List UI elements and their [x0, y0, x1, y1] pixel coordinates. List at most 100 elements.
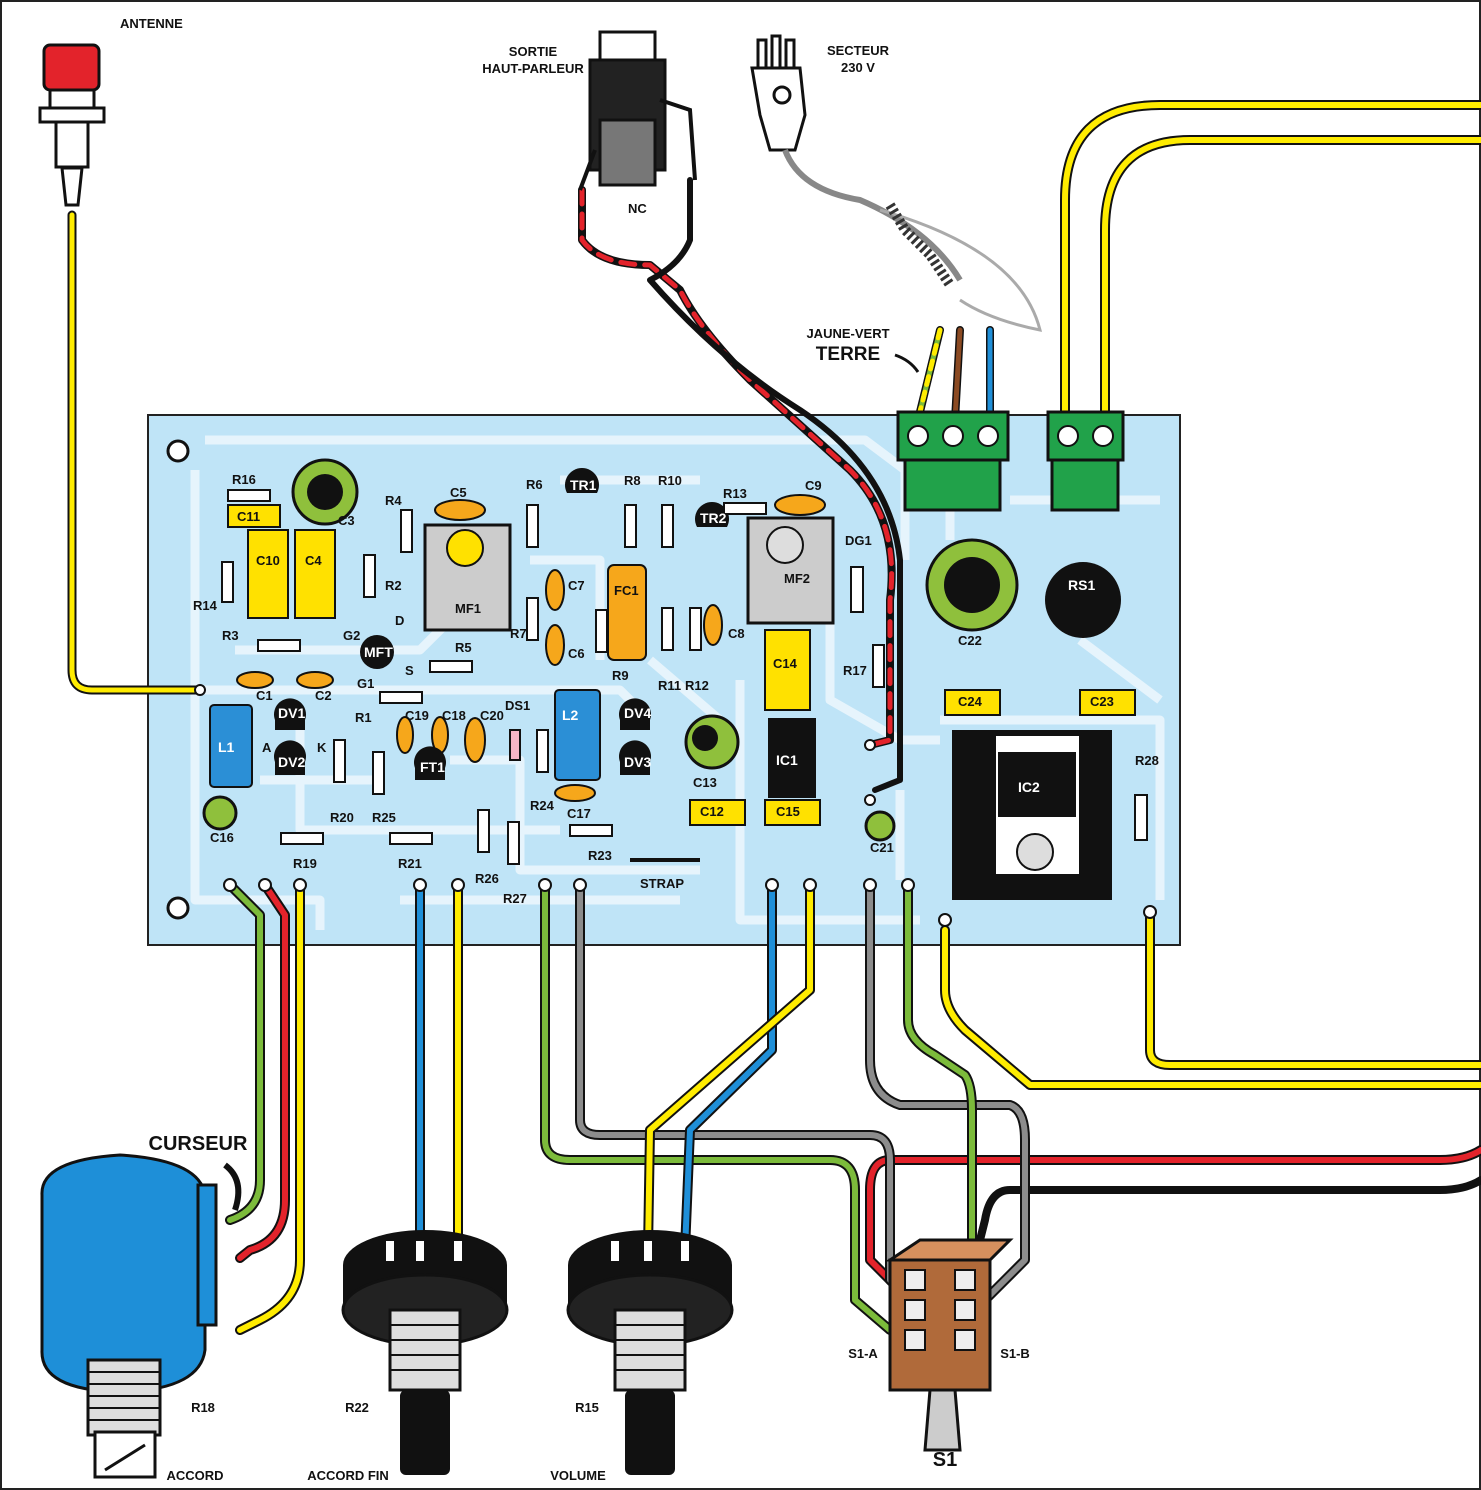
label-c8: C8 — [728, 626, 745, 641]
label-c12: C12 — [700, 804, 724, 819]
label-r17: R17 — [843, 663, 867, 678]
label-r24: R24 — [530, 798, 555, 813]
mains-plug — [750, 34, 1043, 332]
label-k1: K — [317, 740, 327, 755]
label-dv4: DV4 — [624, 705, 651, 721]
label-r23: R23 — [588, 848, 612, 863]
fc1-filter — [607, 564, 647, 661]
c11-capacitor — [227, 504, 281, 528]
s1b-label: S1-B — [1000, 1346, 1030, 1361]
label-ic1: IC1 — [776, 752, 798, 768]
label-r28: R28 — [1135, 753, 1159, 768]
label-dv1: DV1 — [278, 705, 305, 721]
label-c3: C3 — [338, 513, 355, 528]
label-c17: C17 — [567, 806, 591, 821]
r15-label: R15 — [575, 1400, 599, 1415]
label-c23: C23 — [1090, 694, 1114, 709]
c12-capacitor — [689, 799, 746, 826]
label-c13: C13 — [693, 775, 717, 790]
antenna-label: ANTENNE — [120, 16, 183, 31]
label-c14: C14 — [773, 656, 798, 671]
wires — [67, 100, 1481, 1335]
label-r9: R9 — [612, 668, 629, 683]
label-l1: L1 — [218, 739, 235, 755]
label-g2: G2 — [343, 628, 360, 643]
label-l2: L2 — [562, 707, 579, 723]
label-c21: C21 — [870, 840, 894, 855]
label-c22: C22 — [958, 633, 982, 648]
label-c2: C2 — [315, 688, 332, 703]
label-r13: R13 — [723, 486, 747, 501]
label-c4: C4 — [305, 553, 322, 568]
speaker-label-line1: SORTIE — [509, 44, 558, 59]
antenna-socket — [38, 43, 106, 207]
label-c5: C5 — [450, 485, 467, 500]
label-c1: C1 — [256, 688, 273, 703]
label-ic2: IC2 — [1018, 779, 1040, 795]
component-labels: R16 C11 C3 C10 C4 R14 R4 R2 R3 C5 MF1 MF… — [193, 472, 1159, 906]
label-r20: R20 — [330, 810, 354, 825]
terminal-block-output — [1046, 410, 1125, 512]
accord-fin-label: ACCORD FIN — [307, 1468, 389, 1483]
label-r26: R26 — [475, 871, 499, 886]
mounting-hole — [166, 439, 190, 463]
label-a1: A — [262, 740, 272, 755]
label-r19: R19 — [293, 856, 317, 871]
c10-capacitor — [247, 529, 289, 619]
label-rs1: RS1 — [1068, 577, 1095, 593]
label-strap: STRAP — [640, 876, 684, 891]
label-r25: R25 — [372, 810, 396, 825]
label-s: S — [405, 663, 414, 678]
s1-label: S1 — [933, 1449, 957, 1471]
rs1-rectifier — [1045, 562, 1121, 638]
label-ft1: FT1 — [420, 759, 445, 775]
l2-coil — [554, 689, 601, 781]
label-fc1: FC1 — [614, 583, 639, 598]
mounting-hole — [166, 896, 190, 920]
s1-switch — [885, 1238, 1014, 1452]
c16-capacitor — [202, 795, 238, 831]
label-r21: R21 — [398, 856, 422, 871]
label-c9: C9 — [805, 478, 822, 493]
terminal-block-mains — [896, 410, 1010, 512]
label-r7: R7 — [510, 626, 527, 641]
mains-label-line2: 230 V — [841, 60, 875, 75]
c23-capacitor — [1079, 689, 1136, 716]
label-mft: MFT — [364, 644, 393, 660]
label-r2: R2 — [385, 578, 402, 593]
label-ds1: DS1 — [505, 698, 530, 713]
label-c18: C18 — [442, 708, 466, 723]
c24-capacitor — [944, 689, 1001, 716]
cursor-arrow — [223, 1162, 242, 1211]
label-tr2: TR2 — [700, 510, 727, 526]
c4-capacitor — [294, 529, 336, 619]
label-r10: R10 — [658, 473, 682, 488]
label-c20: C20 — [480, 708, 504, 723]
r18-potentiometer — [40, 1153, 218, 1479]
nc-label: NC — [628, 201, 647, 216]
cursor-label: CURSEUR — [149, 1133, 248, 1155]
label-c16: C16 — [210, 830, 234, 845]
label-c11: C11 — [237, 509, 260, 524]
label-r14: R14 — [193, 598, 218, 613]
label-r16: R16 — [232, 472, 256, 487]
speaker-jack — [578, 30, 697, 191]
ic1-chip — [768, 718, 816, 798]
r18-label: R18 — [191, 1400, 215, 1415]
label-dv2: DV2 — [278, 754, 305, 770]
label-dg1: DG1 — [845, 533, 872, 548]
label-g1: G1 — [357, 676, 374, 691]
label-c10: C10 — [256, 553, 280, 568]
r22-label: R22 — [345, 1400, 369, 1415]
earth-label-line2: TERRE — [816, 344, 880, 365]
label-mf2: MF2 — [784, 571, 810, 586]
label-c15: C15 — [776, 804, 800, 819]
label-r27: R27 — [503, 891, 527, 906]
r22-potentiometer — [341, 1230, 509, 1475]
earth-arrow — [894, 353, 920, 373]
c21-capacitor — [864, 810, 896, 842]
label-r4: R4 — [385, 493, 402, 508]
label-r5: R5 — [455, 640, 472, 655]
speaker-label-line2: HAUT-PARLEUR — [482, 61, 584, 76]
